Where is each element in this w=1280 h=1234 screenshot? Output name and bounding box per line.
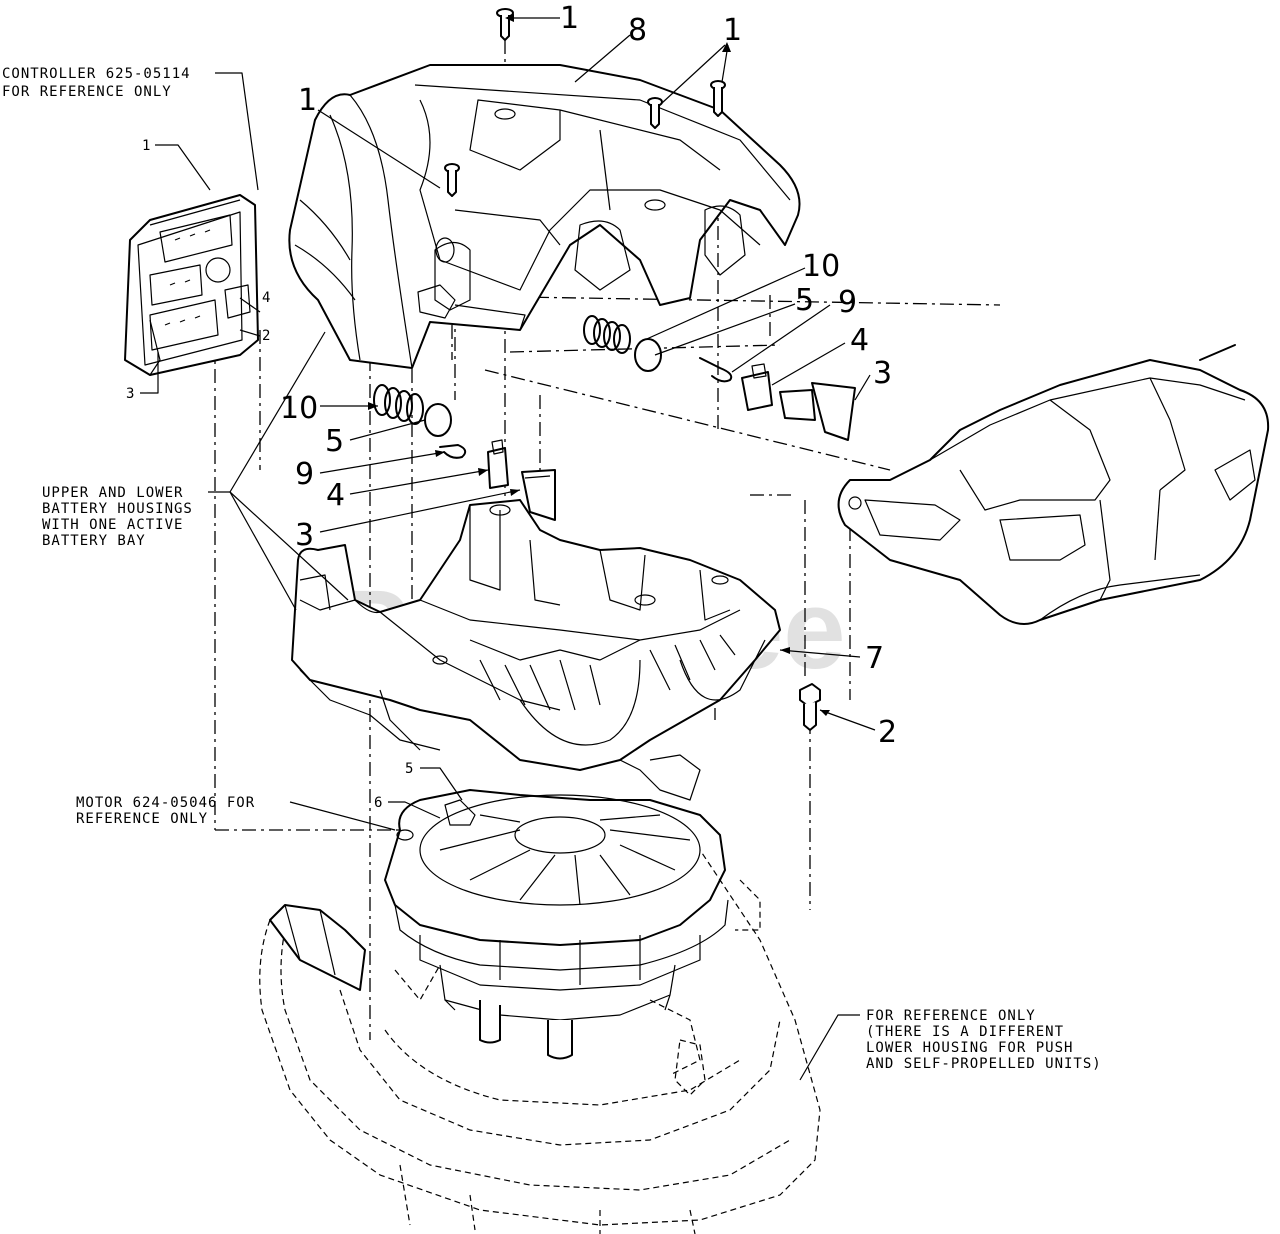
callout-screw-right: 1: [723, 13, 742, 48]
note-lower-housing-line-2: (THERE IS A DIFFERENT: [866, 1024, 1064, 1040]
callout-connector-left: 4: [326, 478, 345, 513]
note-lower-housing: FOR REFERENCE ONLY (THERE IS A DIFFERENT…: [866, 1008, 1102, 1072]
callout-clip-left: 9: [295, 457, 314, 492]
clip-right: [699, 357, 733, 383]
arrow-heads: [368, 14, 830, 716]
screw-right: [647, 97, 663, 129]
lower-housing: [259, 849, 821, 1234]
note-housings-line-2: BATTERY HOUSINGS: [42, 501, 193, 517]
note-housings: UPPER AND LOWER BATTERY HOUSINGS WITH ON…: [42, 485, 193, 549]
callout-controller-4: 4: [262, 290, 271, 306]
connector-right: [741, 363, 773, 411]
spring-right: [583, 315, 631, 354]
callout-cap-left: 5: [325, 424, 344, 459]
note-lower-housing-line-1: FOR REFERENCE ONLY: [866, 1008, 1036, 1024]
callout-screw-left: 1: [298, 83, 317, 118]
latch-left: [521, 469, 556, 521]
note-lower-housing-line-3: LOWER HOUSING FOR PUSH: [866, 1040, 1073, 1056]
callout-connector-right: 4: [850, 323, 869, 358]
cap-left: [424, 403, 452, 437]
spring-left: [373, 384, 424, 425]
battery-pack: [837, 344, 1270, 625]
callout-controller-3: 3: [126, 386, 135, 402]
note-housings-line-4: BATTERY BAY: [42, 533, 146, 549]
callout-lower-housing: 7: [865, 641, 884, 676]
callout-cap-right: 5: [795, 283, 814, 318]
note-lower-housing-line-4: AND SELF-PROPELLED UNITS): [866, 1056, 1102, 1072]
small-callouts: 1 4 2 3 5 6: [126, 138, 414, 811]
motor: [384, 789, 729, 1060]
latch-right: [779, 382, 856, 441]
note-housings-line-3: WITH ONE ACTIVE: [42, 517, 183, 533]
callout-cover: 8: [628, 13, 647, 48]
callout-motor-5: 5: [405, 761, 414, 777]
note-motor: MOTOR 624-05046 FOR REFERENCE ONLY: [76, 795, 255, 827]
callout-latch-right: 3: [873, 356, 892, 391]
callout-controller-2: 2: [262, 328, 271, 344]
clip-left: [439, 444, 467, 459]
callout-latch-left: 3: [295, 518, 314, 553]
callout-numbers: 1 8 1 1 10 5 9 4 3 10 5 9 4 3 7 2: [280, 1, 897, 750]
note-motor-line-1: MOTOR 624-05046 FOR: [76, 795, 255, 811]
note-motor-line-2: REFERENCE ONLY: [76, 811, 208, 827]
callout-clip-right: 9: [838, 285, 857, 320]
callout-controller-1: 1: [142, 138, 151, 154]
connector-left: [487, 439, 509, 489]
controller: [124, 194, 259, 376]
top-cover: [288, 64, 801, 369]
screw-left: [444, 163, 460, 197]
leader-lines: [140, 17, 876, 1081]
note-controller-line-2: FOR REFERENCE ONLY: [2, 84, 172, 100]
bolt: [799, 683, 821, 731]
callout-motor-6: 6: [374, 795, 383, 811]
note-controller: CONTROLLER 625-05114 FOR REFERENCE ONLY: [2, 66, 191, 100]
note-housings-line-1: UPPER AND LOWER: [42, 485, 183, 501]
note-controller-line-1: CONTROLLER 625-05114: [2, 66, 191, 82]
screw-far-right: [710, 80, 726, 117]
callout-bolt: 2: [878, 715, 897, 750]
callout-spring-right: 10: [802, 249, 840, 284]
callout-spring-left: 10: [280, 391, 318, 426]
cap-right: [634, 338, 662, 372]
battery-housing: [291, 499, 781, 801]
callout-screw-top: 1: [560, 1, 579, 36]
screw-top: [496, 8, 514, 41]
